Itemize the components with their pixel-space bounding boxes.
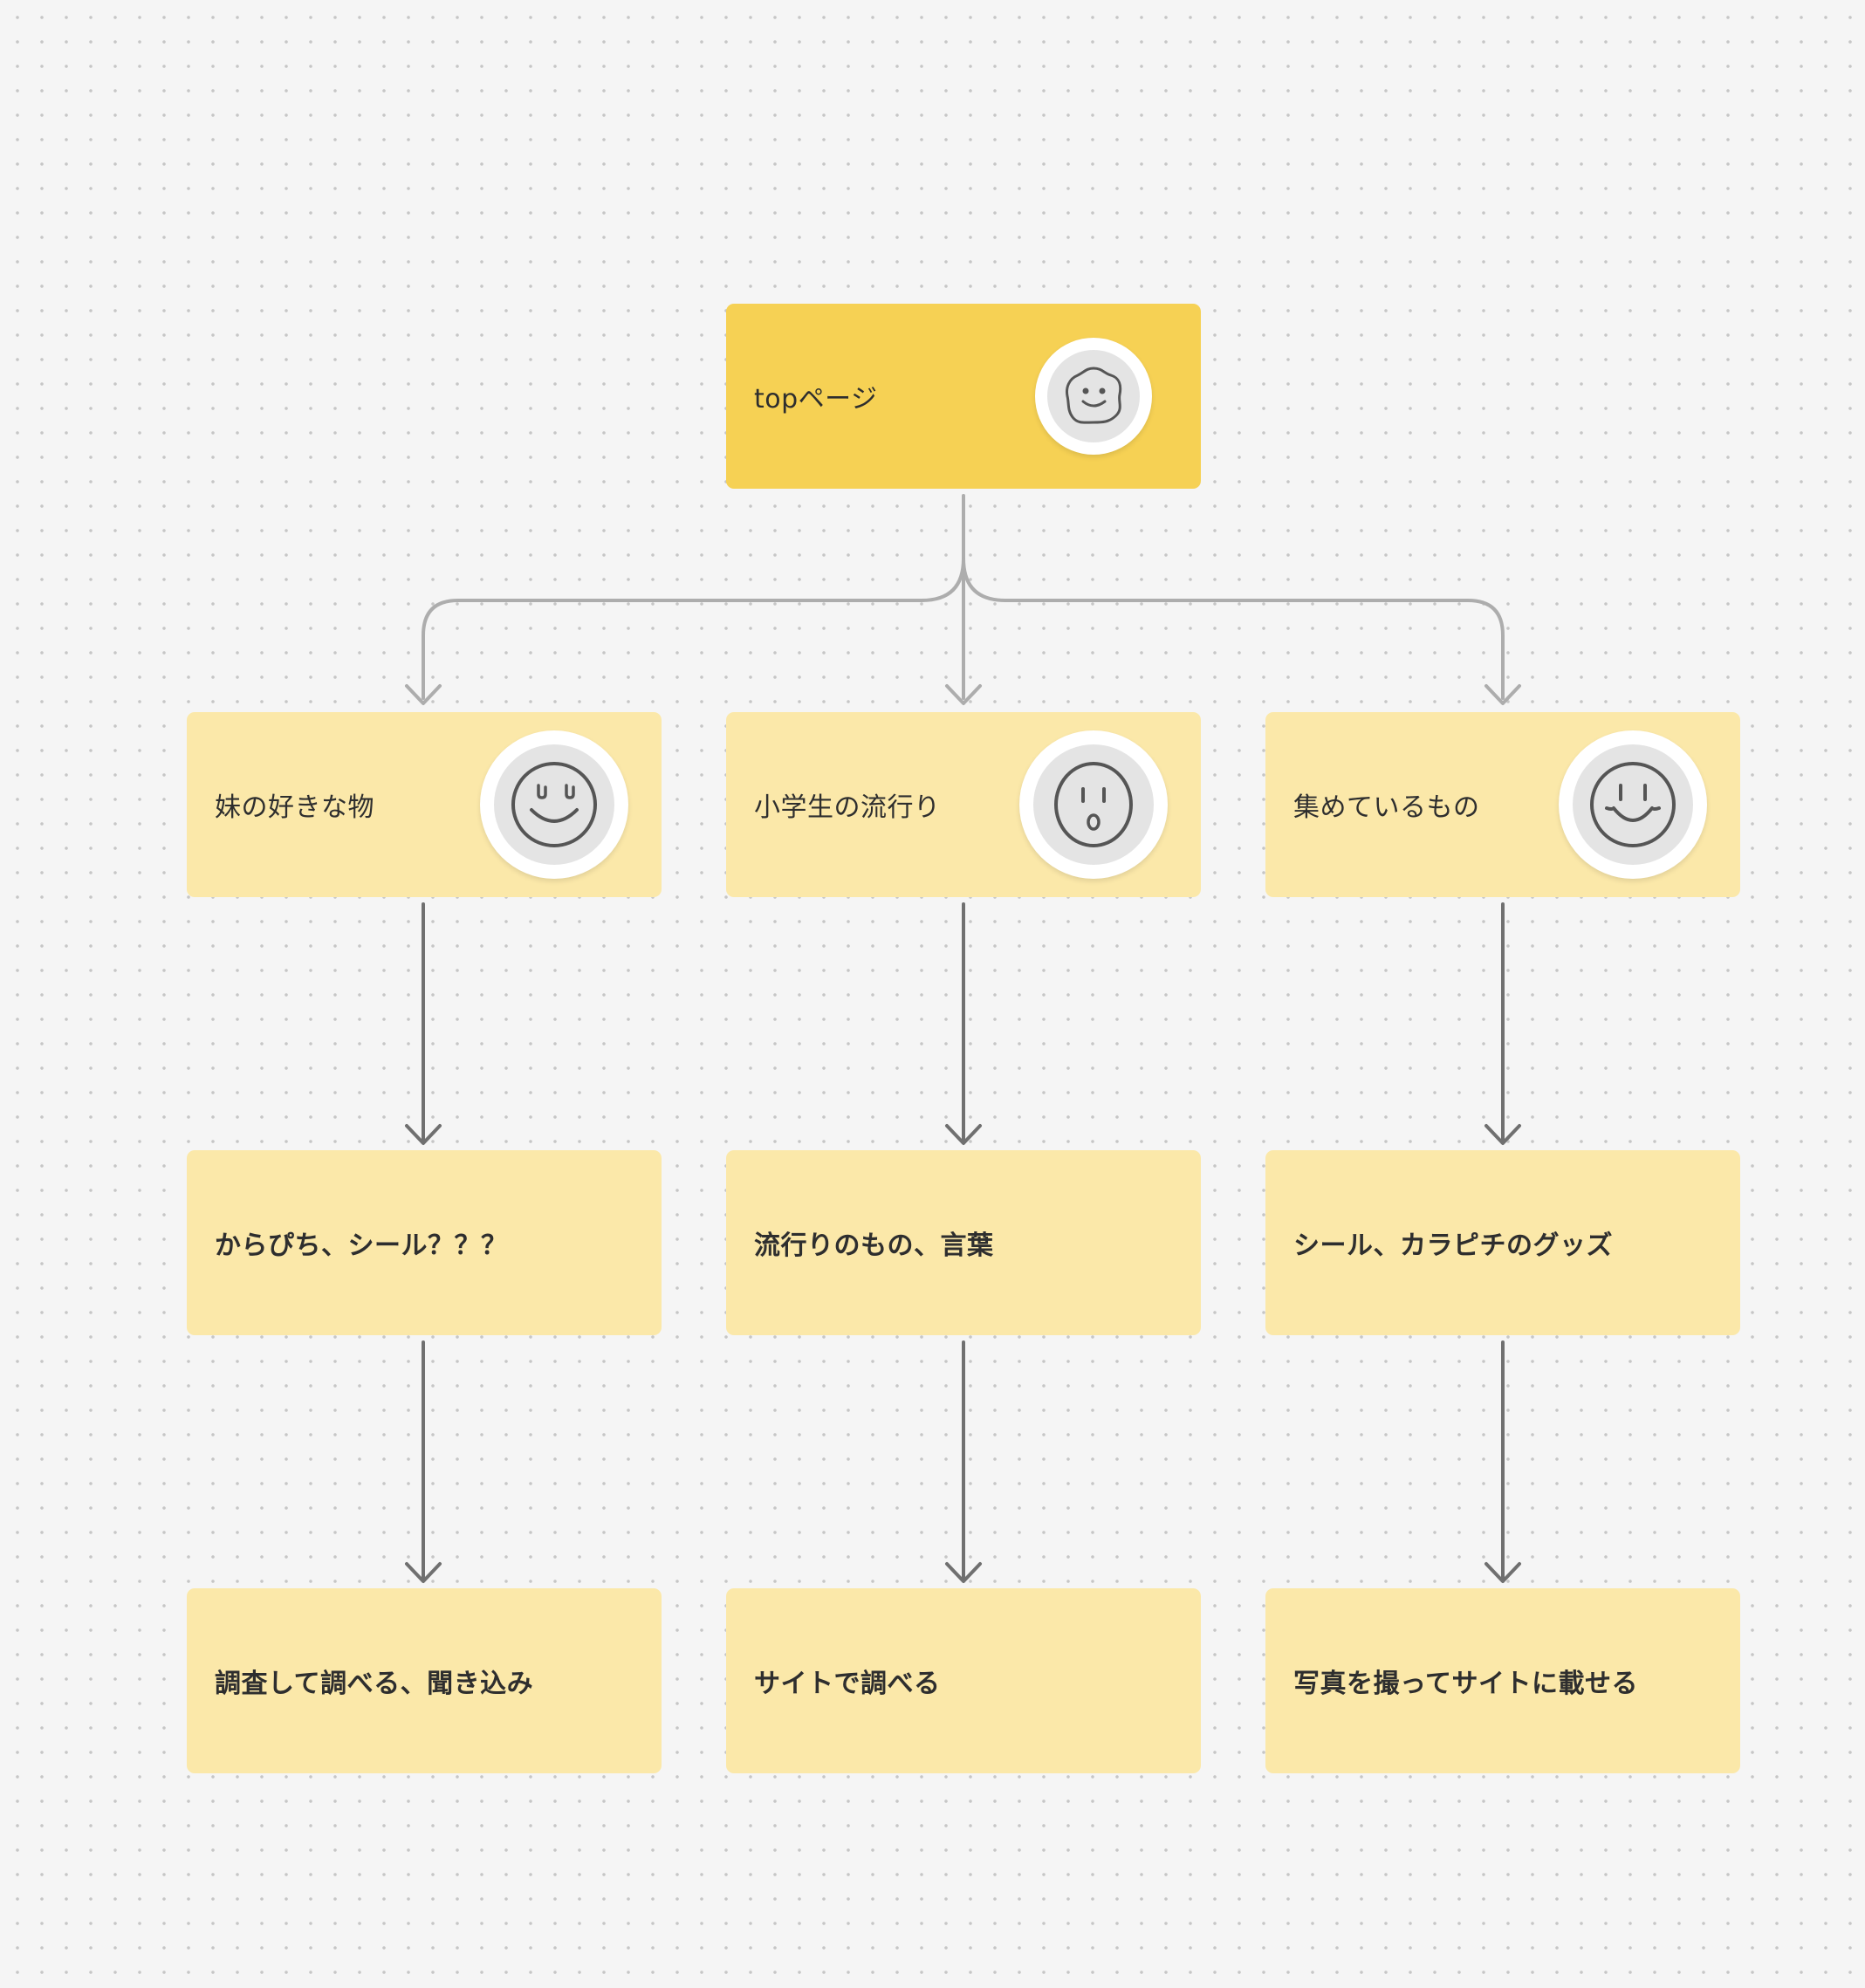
col1-head-card[interactable]: 妹の好きな物 — [187, 712, 662, 897]
connector-root-to-col3 — [962, 557, 1505, 700]
col3-middle-card[interactable]: シール、カラピチのグッズ — [1265, 1150, 1740, 1335]
col1-avatar[interactable] — [480, 730, 628, 879]
col1-bottom-card[interactable]: 調査して調べる、聞き込み — [187, 1588, 662, 1773]
col1-middle-label: からぴち、シール？？？ — [215, 1231, 508, 1261]
connector-root-to-col1 — [422, 557, 965, 700]
col3-head-card[interactable]: 集めているもの — [1265, 712, 1740, 897]
col3-avatar[interactable] — [1559, 730, 1707, 879]
col2-head-card[interactable]: 小学生の流行り — [726, 712, 1201, 897]
root-card[interactable]: topページ — [726, 304, 1201, 489]
col2-head-label: 小学生の流行り — [754, 792, 941, 823]
col2-bottom-label: サイトで調べる — [754, 1669, 941, 1699]
arrowhead-col2-head — [945, 684, 982, 705]
col1-bottom-label: 調査して調べる、聞き込み — [215, 1669, 534, 1699]
wink-smile-face-icon — [511, 762, 597, 847]
col1-middle-card[interactable]: からぴち、シール？？？ — [187, 1150, 662, 1335]
arrowhead-col3-head — [1484, 684, 1521, 705]
col1-head-label: 妹の好きな物 — [215, 792, 374, 823]
col2-bottom-card[interactable]: サイトで調べる — [726, 1588, 1201, 1773]
col3-middle-label: シール、カラピチのグッズ — [1293, 1231, 1613, 1261]
col3-bottom-label: 写真を撮ってサイトに載せる — [1293, 1669, 1638, 1699]
surprised-face-icon — [1054, 762, 1133, 847]
col3-bottom-card[interactable]: 写真を撮ってサイトに載せる — [1265, 1588, 1740, 1773]
root-avatar[interactable] — [1035, 338, 1152, 455]
arrowhead-col2-bottom — [945, 1562, 982, 1583]
blob-smile-face-icon — [1066, 367, 1122, 424]
root-card-label: topページ — [754, 384, 878, 415]
arrowhead-col1-middle — [405, 1124, 442, 1145]
arrowhead-col1-head — [405, 684, 442, 705]
col2-middle-label: 流行りのもの、言葉 — [754, 1231, 994, 1261]
col2-avatar[interactable] — [1019, 730, 1168, 879]
arrowhead-col1-bottom — [405, 1562, 442, 1583]
col2-middle-card[interactable]: 流行りのもの、言葉 — [726, 1150, 1201, 1335]
arrowhead-col2-middle — [945, 1124, 982, 1145]
smile-face-icon — [1590, 762, 1676, 847]
col3-head-label: 集めているもの — [1293, 792, 1480, 823]
arrowhead-col3-bottom — [1484, 1562, 1521, 1583]
arrowhead-col3-middle — [1484, 1124, 1521, 1145]
